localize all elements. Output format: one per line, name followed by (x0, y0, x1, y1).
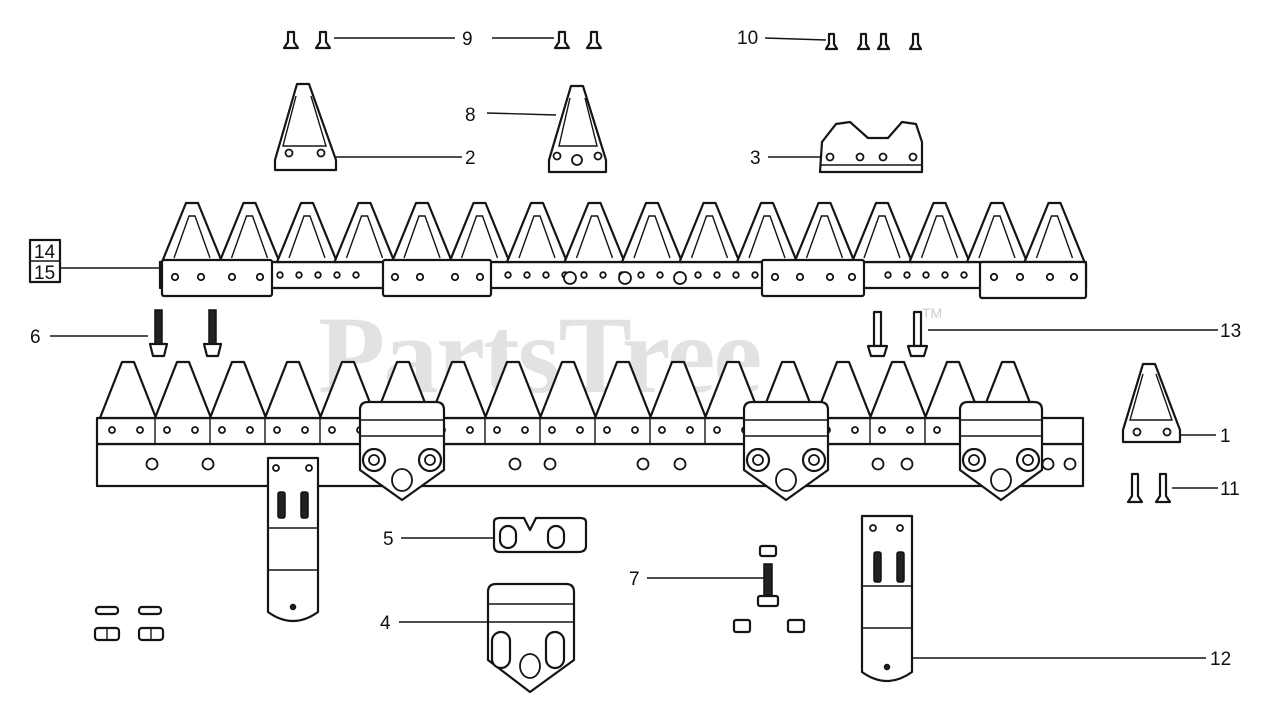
lower-tooth (648, 360, 708, 420)
callout-6: 6 (30, 327, 41, 348)
callout-1: 1 (1220, 426, 1231, 447)
upper-tooth (850, 201, 914, 264)
upper-tooth (620, 201, 684, 264)
upper-tooth (793, 201, 856, 264)
callout-5: 5 (383, 529, 394, 550)
upper-tooth (563, 201, 626, 264)
upper-plate-2 (381, 258, 493, 298)
upper-tooth (908, 201, 971, 264)
left-hanging-strap (266, 456, 320, 623)
lower-bar-holes (145, 457, 1077, 471)
upper-sickle-holes (276, 271, 968, 285)
callout-14: 14 (34, 242, 56, 263)
lower-tooth (593, 360, 653, 420)
upper-tooth (735, 201, 799, 264)
lower-clip-heads (358, 400, 1044, 502)
clip-head (358, 400, 446, 502)
upper-tooth (1023, 201, 1086, 264)
lower-bar (95, 442, 1085, 488)
upper-sickle-assembly (28, 201, 1088, 300)
callout-4: 4 (380, 613, 391, 634)
section-item-8 (486, 84, 608, 174)
lower-tooth (868, 360, 928, 420)
lower-tooth (263, 360, 323, 420)
upper-tooth (390, 201, 454, 264)
clip-head (742, 400, 830, 502)
upper-plate-4 (978, 260, 1088, 300)
callout-labels: 9 10 8 2 3 14 15 6 13 1 11 5 7 4 12 (30, 28, 1241, 670)
lower-tooth (153, 360, 213, 420)
upper-tooth (678, 201, 741, 264)
upper-plate-3 (760, 258, 866, 298)
callout-7: 7 (629, 569, 640, 590)
clip-item-5 (401, 516, 588, 554)
callout-8: 8 (465, 105, 476, 126)
leader-10 (764, 37, 827, 41)
lower-tooth (428, 360, 488, 420)
leader-8 (486, 112, 557, 116)
upper-plate-holes (170, 272, 1079, 282)
callout-15: 15 (34, 263, 55, 284)
bolts-item-6 (50, 309, 223, 358)
bolts-item-13 (866, 310, 1218, 358)
callout-9: 9 (462, 29, 473, 50)
lower-section-strip (95, 416, 1085, 446)
upper-tooth (275, 201, 339, 264)
upper-tooth (160, 201, 224, 264)
rivets-item-10 (764, 32, 923, 51)
bolt-item-7 (647, 544, 806, 634)
upper-tooth (505, 201, 569, 264)
rivets-item-11 (1126, 472, 1218, 504)
strap-item-12 (860, 514, 1206, 683)
upper-tooth (448, 201, 511, 264)
callout-12: 12 (1210, 649, 1231, 670)
watermark-trademark: TM (922, 305, 942, 321)
callout-13: 13 (1220, 321, 1241, 342)
callout-2: 2 (465, 148, 476, 169)
clip-head (958, 400, 1044, 502)
lower-tooth (208, 360, 268, 420)
lower-tooth (483, 360, 543, 420)
lower-tooth (538, 360, 598, 420)
loose-small-parts (93, 605, 165, 642)
section-item-3 (768, 120, 924, 174)
lower-tooth (813, 360, 873, 420)
callout-10: 10 (737, 28, 758, 49)
upper-tooth (965, 201, 1029, 264)
callout-11: 11 (1220, 479, 1240, 500)
section-item-2 (273, 82, 462, 172)
callout-3: 3 (750, 148, 761, 169)
lower-tooth (98, 360, 158, 420)
upper-tooth (218, 201, 281, 264)
lower-cutter-bar-assembly (95, 360, 1085, 623)
upper-tooth (333, 201, 396, 264)
upper-sickle-teeth (160, 201, 1086, 264)
section-item-1 (1121, 362, 1216, 444)
upper-plate-1 (160, 258, 274, 298)
knife-head-item-4 (399, 582, 576, 694)
rivets-item-9 (282, 30, 603, 50)
